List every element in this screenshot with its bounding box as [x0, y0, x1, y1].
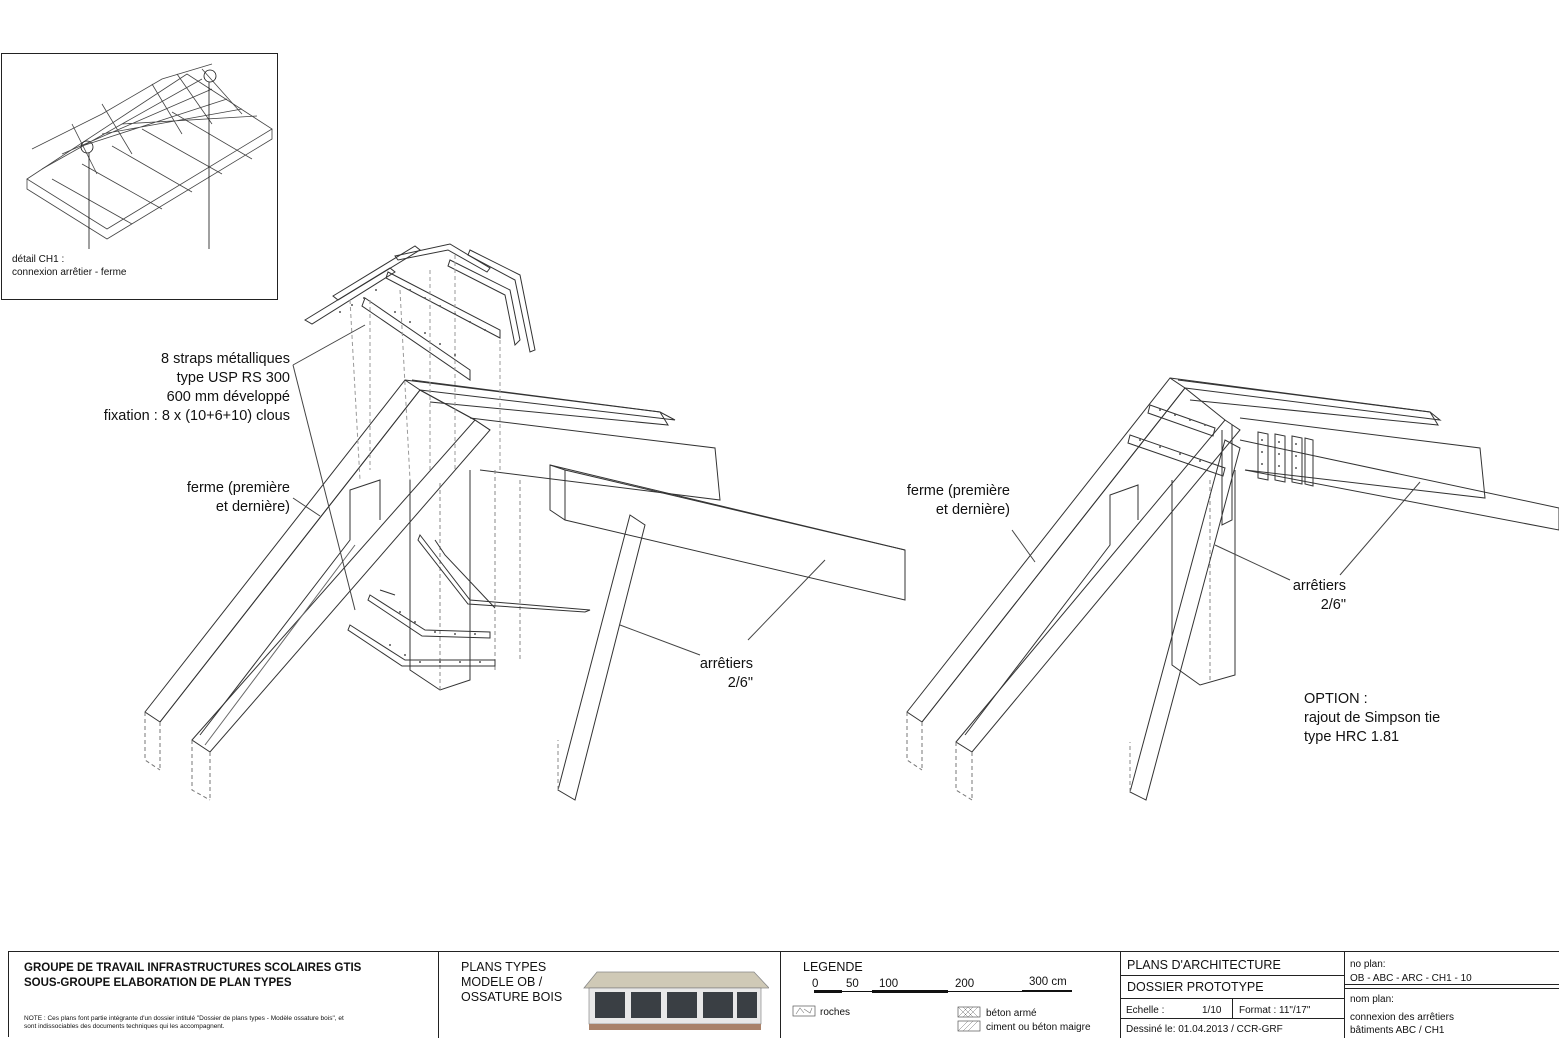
right-arretiers-label: arrêtiers 2/6": [1292, 578, 1346, 613]
echelle-value: 1/10: [1202, 1005, 1222, 1016]
legende-title: LEGENDE: [803, 960, 863, 974]
left-truss-assembly: [144, 243, 906, 801]
nom-plan-label: nom plan:: [1350, 994, 1394, 1005]
left-ferme-label: ferme (première et dernière): [186, 480, 290, 515]
group-line1: GROUPE DE TRAVAIL INFRASTRUCTURES SCOLAI…: [24, 962, 362, 974]
scale-tick-100: 100: [879, 978, 899, 990]
building-elevation-thumbnail: [583, 971, 769, 1030]
inset-caption-line2: connexion arrêtier - ferme: [12, 267, 127, 278]
title-block: GROUPE DE TRAVAIL INFRASTRUCTURES SCOLAI…: [8, 951, 1559, 1038]
legend-beton-arme: béton armé: [986, 1008, 1037, 1019]
no-plan-value: OB - ABC - ARC - CH1 - 10: [1350, 973, 1472, 984]
scale-tick-300: 300 cm: [1029, 976, 1067, 988]
building-axonometric-sketch: [26, 63, 273, 249]
legend-roches: roches: [820, 1007, 851, 1018]
nom-plan-value: connexion des arrêtiers bâtiments ABC / …: [1350, 1012, 1454, 1036]
scale-tick-50: 50: [846, 978, 859, 990]
roches-swatch: [792, 1005, 816, 1017]
echelle-label: Echelle :: [1126, 1005, 1165, 1016]
option-label: OPTION : rajout de Simpson tie type HRC …: [1304, 691, 1441, 745]
straps-label: 8 straps métalliques type USP RS 300 600…: [103, 351, 290, 424]
format-value: Format : 11"/17": [1239, 1005, 1311, 1016]
right-ferme-label: ferme (première et dernière): [906, 483, 1010, 518]
right-truss-assembly: [906, 377, 1559, 801]
dossier-prototype: DOSSIER PROTOTYPE: [1127, 980, 1264, 994]
legend-ciment: ciment ou béton maigre: [986, 1022, 1091, 1033]
no-plan-label: no plan:: [1350, 959, 1386, 970]
scale-tick-200: 200: [955, 978, 975, 990]
beton-arme-swatch: [957, 1006, 981, 1018]
left-arretiers-label: arrêtiers 2/6": [699, 656, 753, 691]
graphic-scale-bar: [814, 990, 1072, 993]
group-line2: SOUS-GROUPE ELABORATION DE PLAN TYPES: [24, 977, 292, 989]
inset-caption-line1: détail CH1 :: [12, 254, 65, 265]
note-text: NOTE : Ces plans font partie intégrante …: [24, 1015, 344, 1030]
dessine-value: Dessiné le: 01.04.2013 / CCR-GRF: [1126, 1024, 1283, 1035]
plans-types-text: PLANS TYPES MODELE OB / OSSATURE BOIS: [461, 960, 563, 1004]
plans-architecture: PLANS D'ARCHITECTURE: [1127, 958, 1281, 972]
scale-tick-0: 0: [812, 978, 819, 990]
ciment-swatch: [957, 1020, 981, 1032]
inset-key-plan: détail CH1 : connexion arrêtier - ferme: [1, 53, 278, 300]
